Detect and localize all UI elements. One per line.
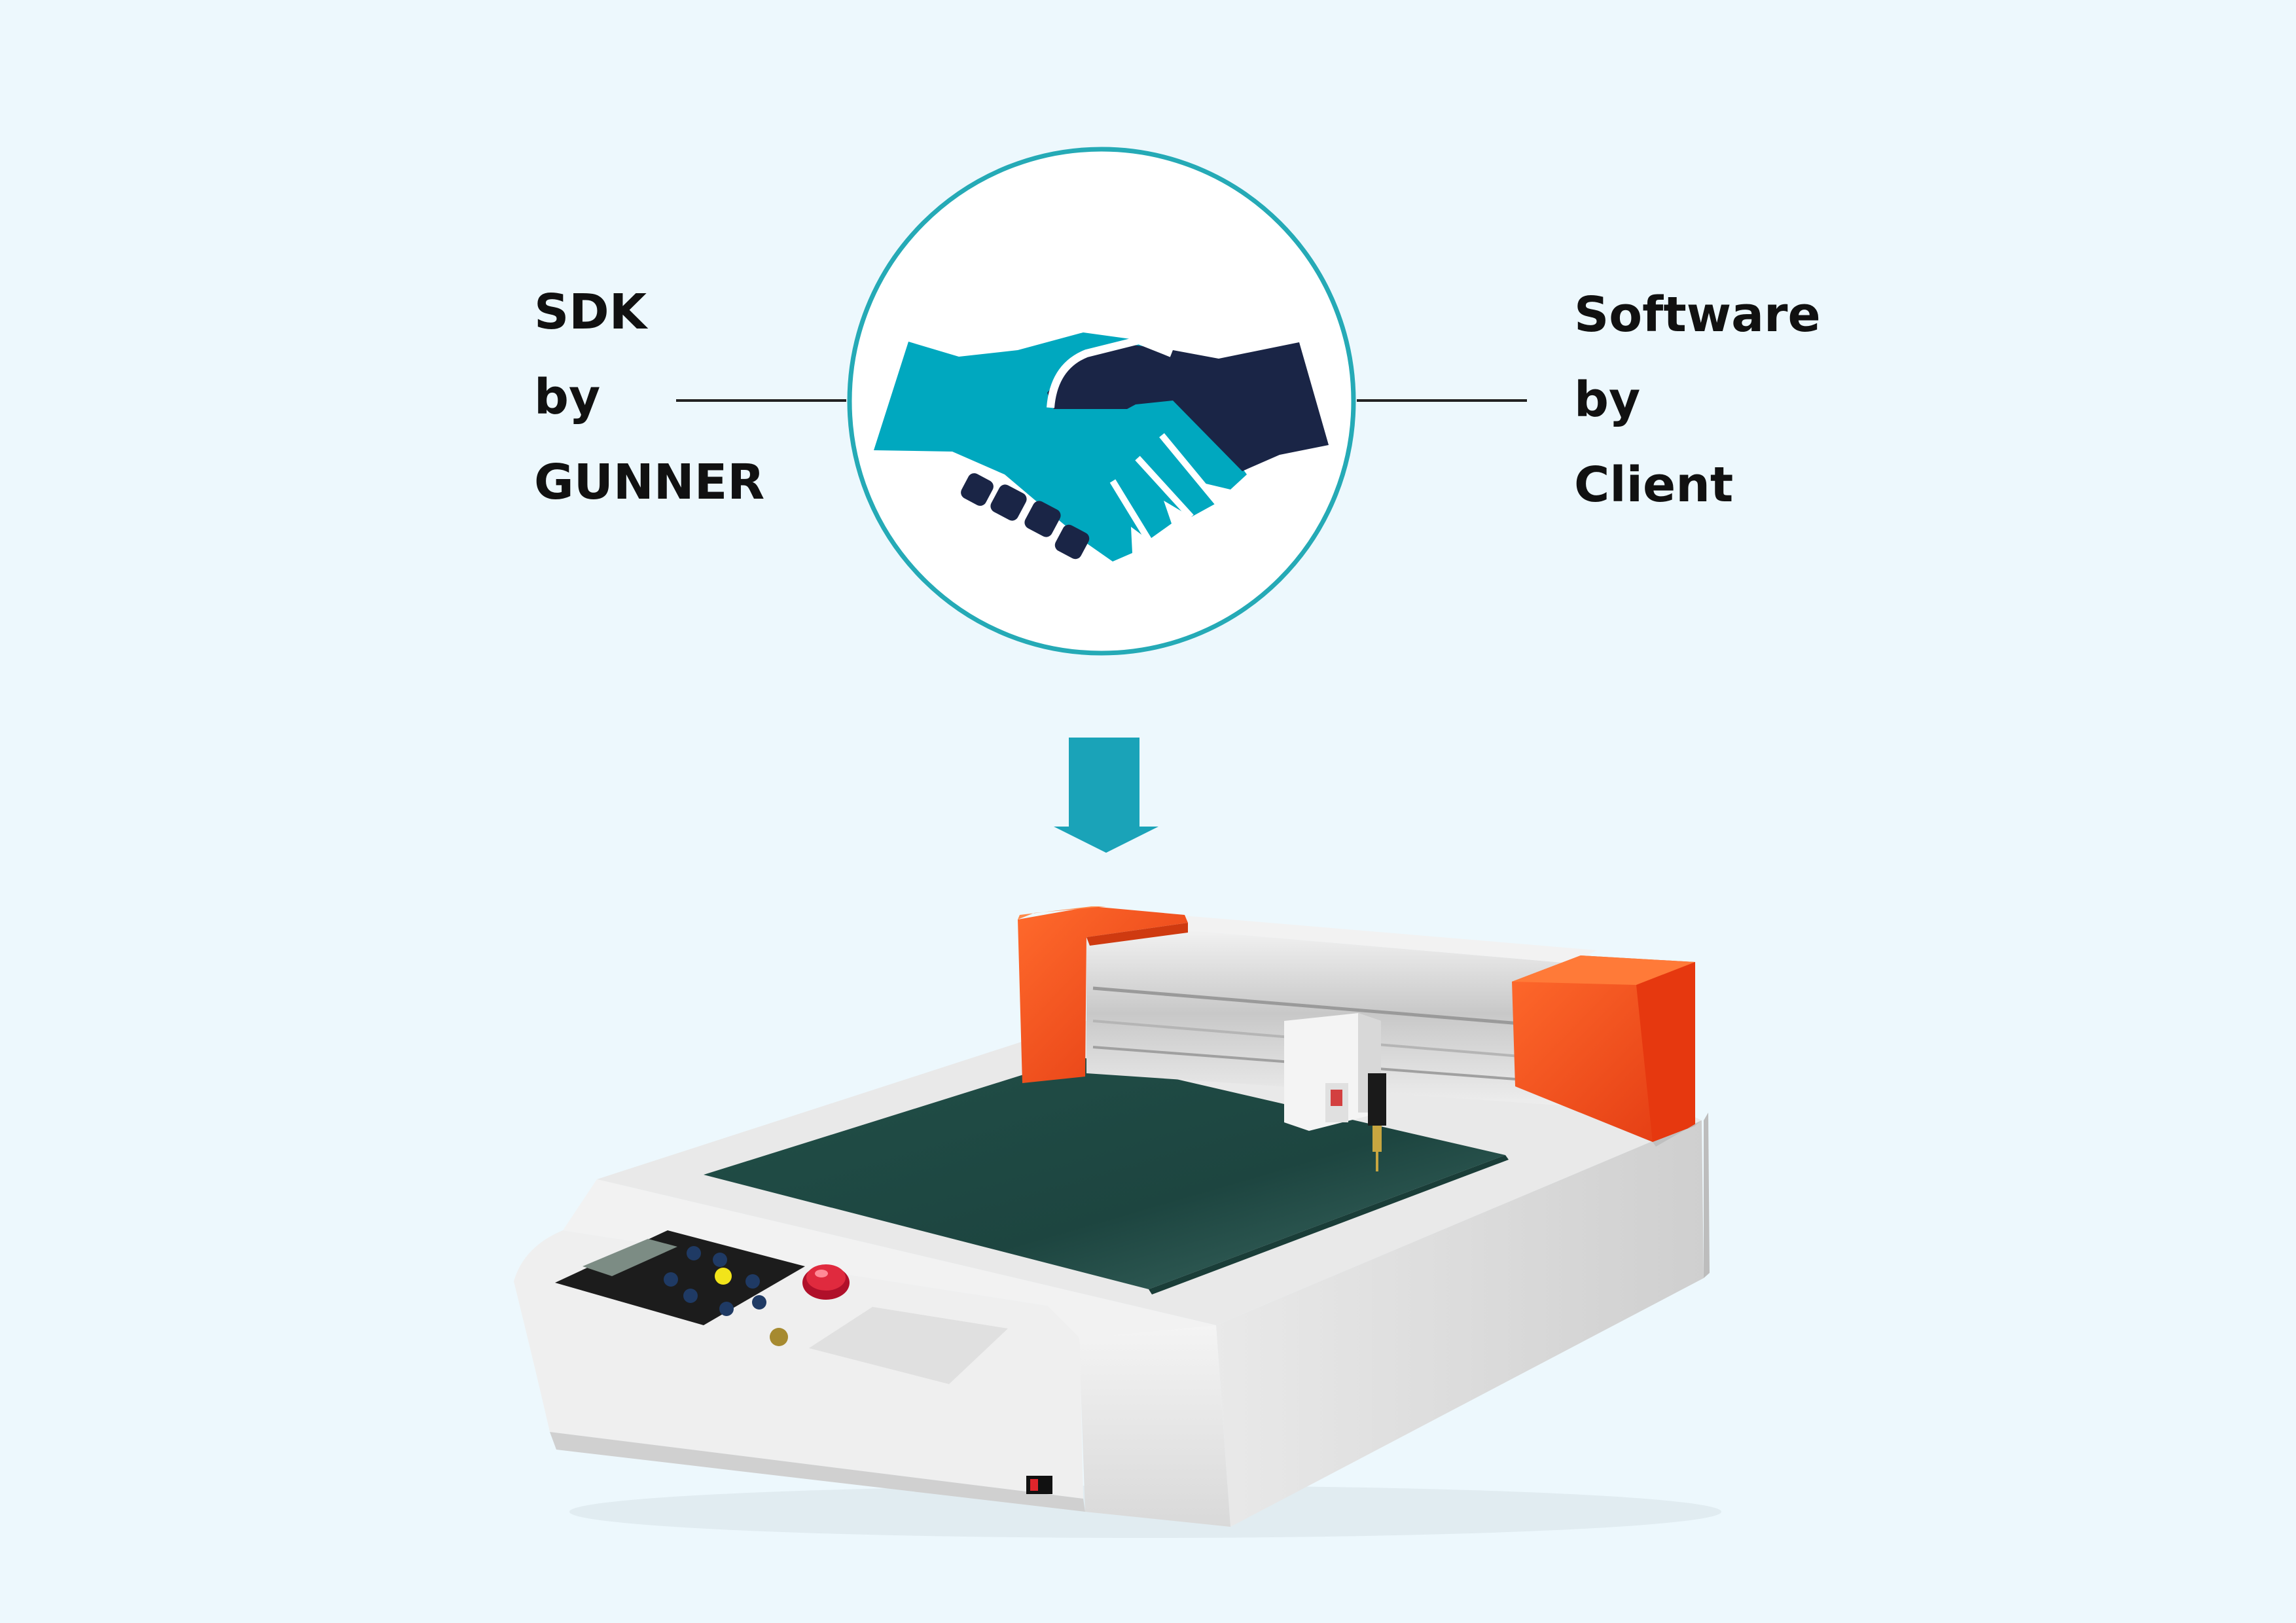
software-label-line-1: Software <box>1574 287 1821 343</box>
sdk-label-line-2: by <box>534 369 601 425</box>
software-label: Software by Client <box>1574 272 1821 527</box>
handshake-icon <box>847 147 1356 656</box>
sdk-label-line-3: GUNNER <box>534 454 765 510</box>
software-label-line-2: by <box>1574 372 1641 428</box>
flatbed-cutting-plotter <box>514 906 1721 1538</box>
sdk-label-line-1: SDK <box>534 284 647 340</box>
sdk-label: SDK by GUNNER <box>534 270 764 525</box>
software-label-line-3: Client <box>1574 457 1734 513</box>
arrow-down-icon <box>1054 738 1158 853</box>
